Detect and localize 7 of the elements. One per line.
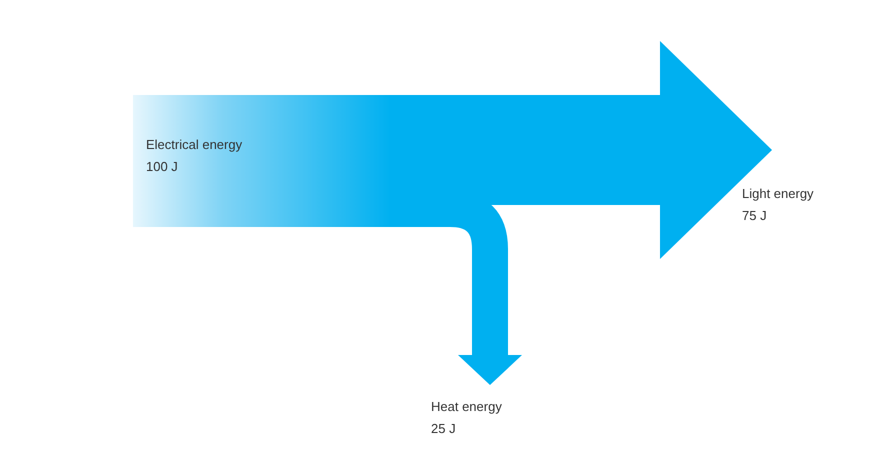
energy-label: Light energy xyxy=(742,185,814,203)
energy-label: Heat energy xyxy=(431,398,502,416)
energy-label: Electrical energy xyxy=(146,136,242,154)
energy-value: 75 J xyxy=(742,207,768,225)
energy-value: 25 J xyxy=(431,420,457,438)
energy-value: 100 J xyxy=(146,158,179,176)
sankey-flow-arrow xyxy=(133,41,772,259)
